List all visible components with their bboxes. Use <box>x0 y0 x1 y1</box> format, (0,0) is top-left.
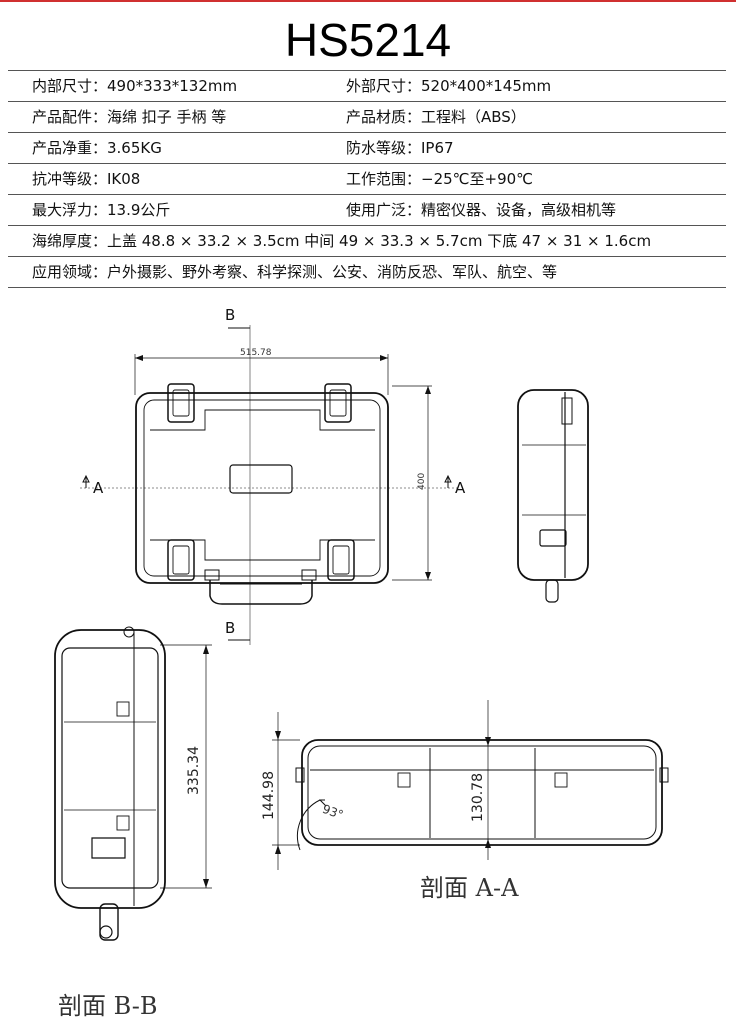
top-accent-line <box>0 0 736 2</box>
bb-inner <box>61 647 159 889</box>
bb-dim-label: 335.34 <box>186 746 202 795</box>
side-handle <box>545 579 559 603</box>
side-outline <box>517 389 589 581</box>
spec-row: 抗冲等级：IK08 工作范围：−25℃至+90℃ <box>8 163 726 195</box>
latch-bottom-left <box>167 539 195 581</box>
aa-opening-arc <box>296 799 321 851</box>
lid-cross-ribs <box>150 409 375 561</box>
bb-handle <box>99 903 119 941</box>
spec-row: 内部尺寸：490*333*132mm 外部尺寸：520*400*145mm <box>8 70 726 102</box>
latch-top-right <box>324 383 352 423</box>
aa-arc-arrow <box>318 799 327 807</box>
handle-mount-left <box>204 569 220 581</box>
spec-table: 内部尺寸：490*333*132mm 外部尺寸：520*400*145mm 产品… <box>8 70 726 288</box>
spec-material: 产品材质：工程料（ABS） <box>322 101 726 133</box>
lid-label-plate <box>229 464 293 494</box>
bb-latch-mid <box>116 815 130 831</box>
section-bb-label: 剖面 B-B <box>58 992 158 1020</box>
section-a-right-mark: A <box>455 479 466 497</box>
spec-row: 最大浮力：13.9公斤 使用广泛：精密仪器、设备，高级相机等 <box>8 194 726 226</box>
page-title: HS5214 <box>284 14 452 66</box>
aa-latch-1 <box>397 772 411 788</box>
side-hinge-top <box>561 397 573 425</box>
spec-row: 产品配件：海绵 扣子 手柄 等 产品材质：工程料（ABS） <box>8 101 726 133</box>
spec-row: 应用领域：户外摄影、野外考察、科学探测、公安、消防反恐、军队、航空、等 <box>8 256 726 288</box>
spec-internal-size: 内部尺寸：490*333*132mm <box>8 70 322 102</box>
spec-impact: 抗冲等级：IK08 <box>8 163 322 195</box>
side-latch <box>539 529 567 547</box>
aa-latch-2 <box>554 772 568 788</box>
aa-dim-outer-label: 144.98 <box>261 771 277 820</box>
spec-applications: 应用领域：户外摄影、野外考察、科学探测、公安、消防反恐、军队、航空、等 <box>8 256 726 288</box>
spec-usage: 使用广泛：精密仪器、设备，高级相机等 <box>322 194 726 226</box>
spec-waterproof: 防水等级：IP67 <box>322 132 726 164</box>
dim-width-label: 515.78 <box>240 348 272 358</box>
spec-row: 海绵厚度：上盖 48.8 × 33.2 × 3.5cm 中间 49 × 33.3… <box>8 225 726 257</box>
case-inner-outline <box>143 399 381 577</box>
case-outline <box>135 392 389 584</box>
latch-bottom-right <box>327 539 355 581</box>
handle <box>209 580 313 605</box>
latch-top-left <box>167 383 195 423</box>
latch-bottom-right-inner <box>332 545 350 575</box>
top-view: B B 515.78 400 A A <box>80 306 466 645</box>
bb-outline <box>54 629 166 909</box>
spec-buoyancy: 最大浮力：13.9公斤 <box>8 194 322 226</box>
section-a-right-arrow <box>444 474 452 488</box>
aa-outline <box>301 739 663 846</box>
aa-angle-label: 93° <box>320 802 345 822</box>
section-a-left-mark: A <box>93 479 104 497</box>
spec-net-weight: 产品净重：3.65KG <box>8 132 322 164</box>
bb-latch-bottom <box>91 837 126 859</box>
dim-height-label: 400 <box>417 473 427 490</box>
spec-foam-thickness: 海绵厚度：上盖 48.8 × 33.2 × 3.5cm 中间 49 × 33.3… <box>8 225 726 257</box>
handle-mount-right <box>301 569 317 581</box>
aa-inner <box>307 745 657 840</box>
spec-row: 产品净重：3.65KG 防水等级：IP67 <box>8 132 726 164</box>
spec-temp-range: 工作范围：−25℃至+90℃ <box>322 163 726 195</box>
section-a-left-arrow <box>82 474 90 488</box>
spec-accessories: 产品配件：海绵 扣子 手柄 等 <box>8 101 322 133</box>
section-bb-view: 335.34 <box>54 626 212 941</box>
bb-hinge-pin <box>123 626 135 638</box>
aa-hinge-right <box>659 767 669 783</box>
section-b-bottom-mark: B <box>225 619 235 637</box>
latch-top-left-inner <box>172 389 190 417</box>
latch-top-right-inner <box>329 389 347 417</box>
side-view <box>517 389 589 603</box>
spec-external-size: 外部尺寸：520*400*145mm <box>322 70 726 102</box>
section-b-top-mark: B <box>225 306 235 324</box>
aa-dim-inner-label: 130.78 <box>470 773 486 822</box>
aa-hinge-left <box>295 767 305 783</box>
bb-handle-knob <box>99 925 113 939</box>
bb-latch-top <box>116 701 130 717</box>
section-aa-label: 剖面 A-A <box>420 874 519 902</box>
latch-bottom-left-inner <box>172 545 190 575</box>
section-aa-view: 93° 144.98 130.78 <box>261 700 669 870</box>
